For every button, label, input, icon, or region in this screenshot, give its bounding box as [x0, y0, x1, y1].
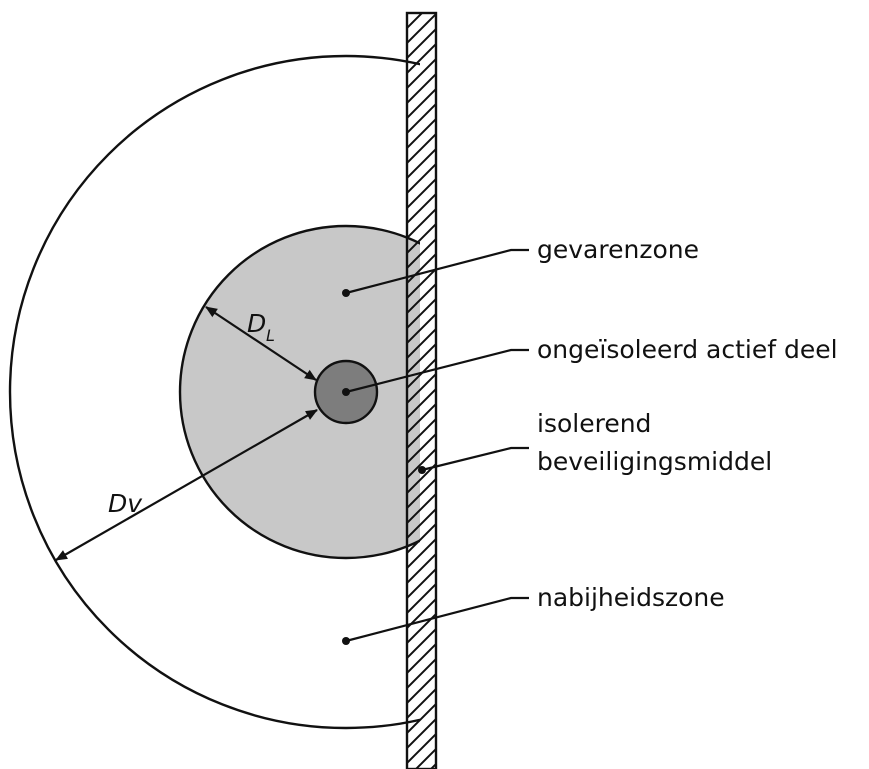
vicinity-zone-label: nabijheidszone: [537, 583, 725, 612]
insulating-barrier: [405, 11, 438, 769]
vicinity-zone-leader: [345, 596, 529, 643]
insulating-barrier-label-line2: beveiligingsmiddel: [537, 447, 772, 476]
dv-dimension-label: Dv: [108, 489, 143, 518]
live-part-leader: [345, 348, 529, 394]
dl-dimension-arrow: [205, 306, 317, 381]
live-part-label: ongeïsoleerd actief deel: [537, 335, 838, 364]
vicinity-zone-boundary: [8, 54, 420, 730]
insulating-barrier-leader: [421, 446, 529, 472]
dv-dimension-arrow: [55, 409, 318, 561]
dl-dimension-subscript: L: [266, 326, 275, 345]
insulating-barrier-label-line1: isolerend: [537, 409, 651, 438]
danger-zone-leader: [345, 248, 529, 295]
danger-zone-label: gevarenzone: [537, 235, 699, 264]
dl-dimension-label: D: [247, 309, 266, 338]
